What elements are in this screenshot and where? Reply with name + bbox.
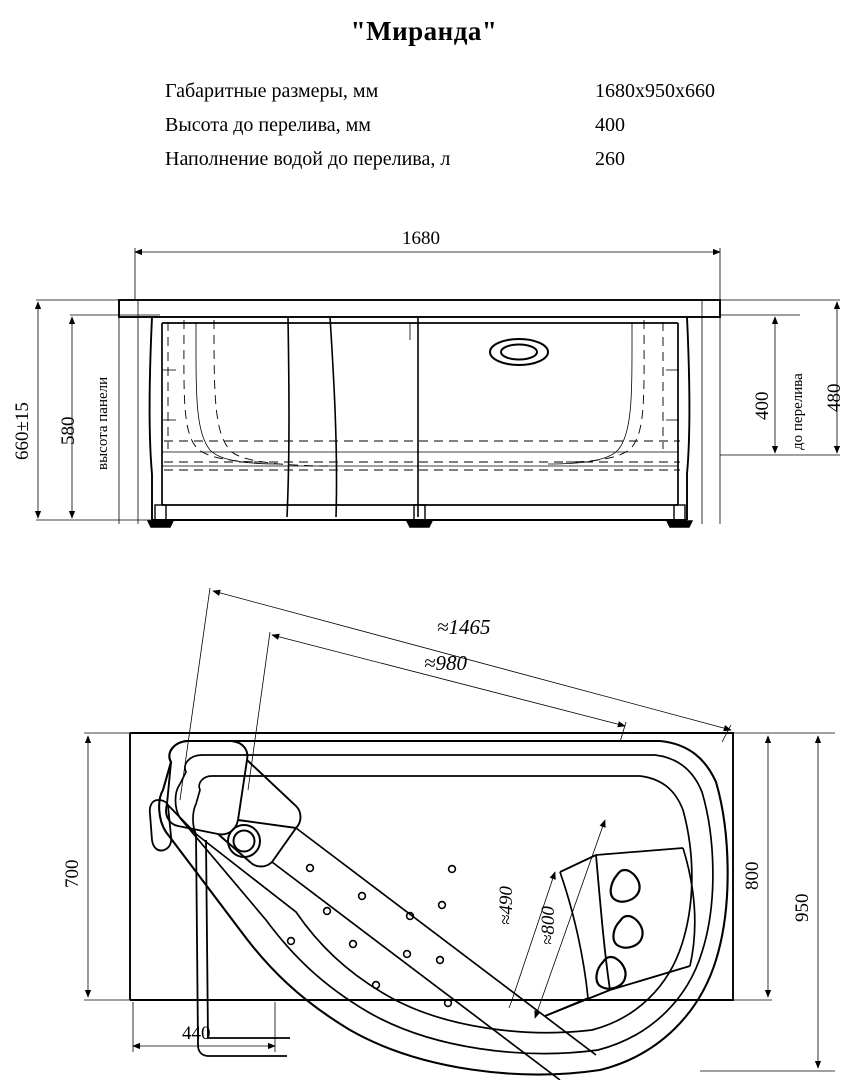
bath-bowl-edge [192,775,693,1034]
interior-curves [162,321,678,467]
dim-label-bottom-440: 440 [182,1023,211,1044]
support-foot [146,504,175,528]
jet-nozzle [595,955,627,990]
front-panel-frame [161,322,679,506]
dim-label-diag-1465: ≈1465 [437,615,491,639]
bath-ledge [195,833,290,1057]
spec-value: 1680x950x660 [595,80,715,102]
dim-label-rim-480: 480 [824,383,845,413]
table-row: Наполнение водой до перелива, л 260 [165,148,805,182]
headrest-grip [148,799,173,852]
hidden-interior-lines [164,319,680,471]
dim-label-inner-490: ≈490 [496,886,517,925]
overflow-drain-icon [489,338,549,366]
front-elevation-view [34,248,841,528]
panel-edge-lines [118,300,721,524]
jet-nozzle [612,914,644,949]
table-row: Габаритные размеры, мм 1680x950x660 [165,80,805,114]
spec-value: 260 [595,148,625,170]
dim-label-panel-height: 580 [58,416,79,446]
dim-label-overflow-text: до перелива [790,373,806,450]
dim-label-inner-800: ≈800 [538,906,559,945]
drain-hole-icon [227,824,261,858]
dim-label-width-1680: 1680 [402,228,440,249]
support-foot [665,504,694,528]
bath-shell-outline [158,739,729,1076]
bath-side-slope [271,827,597,1080]
bath-seat-corner [544,847,696,1017]
support-foot [405,504,434,528]
bath-rim-outline [118,299,721,318]
spec-label: Высота до перелива, мм [165,114,371,136]
dim-left-700 [84,732,132,1001]
bath-body-outline [148,316,691,521]
dim-label-left-700: 700 [62,859,83,889]
page-title: "Миранда" [350,16,498,46]
dim-width-1680 [134,248,721,300]
spec-table: Габаритные размеры, мм 1680x950x660 Высо… [165,80,805,182]
front-panel-ribs [286,316,419,518]
table-row: Высота до перелива, мм 400 [165,114,805,148]
air-jet-dot [286,863,457,1008]
spec-label: Наполнение водой до перелива, л [165,148,451,170]
headrest [165,740,302,868]
dim-label-total-height: 660±15 [12,402,33,460]
dim-label-panel-height-text: высота панели [95,376,111,470]
spec-label: Габаритные размеры, мм [165,80,379,102]
dim-right-950 [700,735,835,1072]
spec-value: 400 [595,114,625,136]
jet-nozzle [609,868,641,903]
dim-label-right-800: 800 [742,861,763,891]
bath-inner-rim [174,754,714,1055]
centerline-ticks [163,323,679,421]
dim-label-right-950: 950 [792,893,813,923]
dim-label-diag-980: ≈980 [424,651,468,675]
dim-inner-800 [534,819,606,1019]
dim-bottom-440 [132,1002,276,1052]
dim-label-overflow-400: 400 [752,391,773,421]
plan-view [84,587,835,1080]
plan-footprint [129,732,734,1001]
dim-right-800 [733,732,835,1001]
